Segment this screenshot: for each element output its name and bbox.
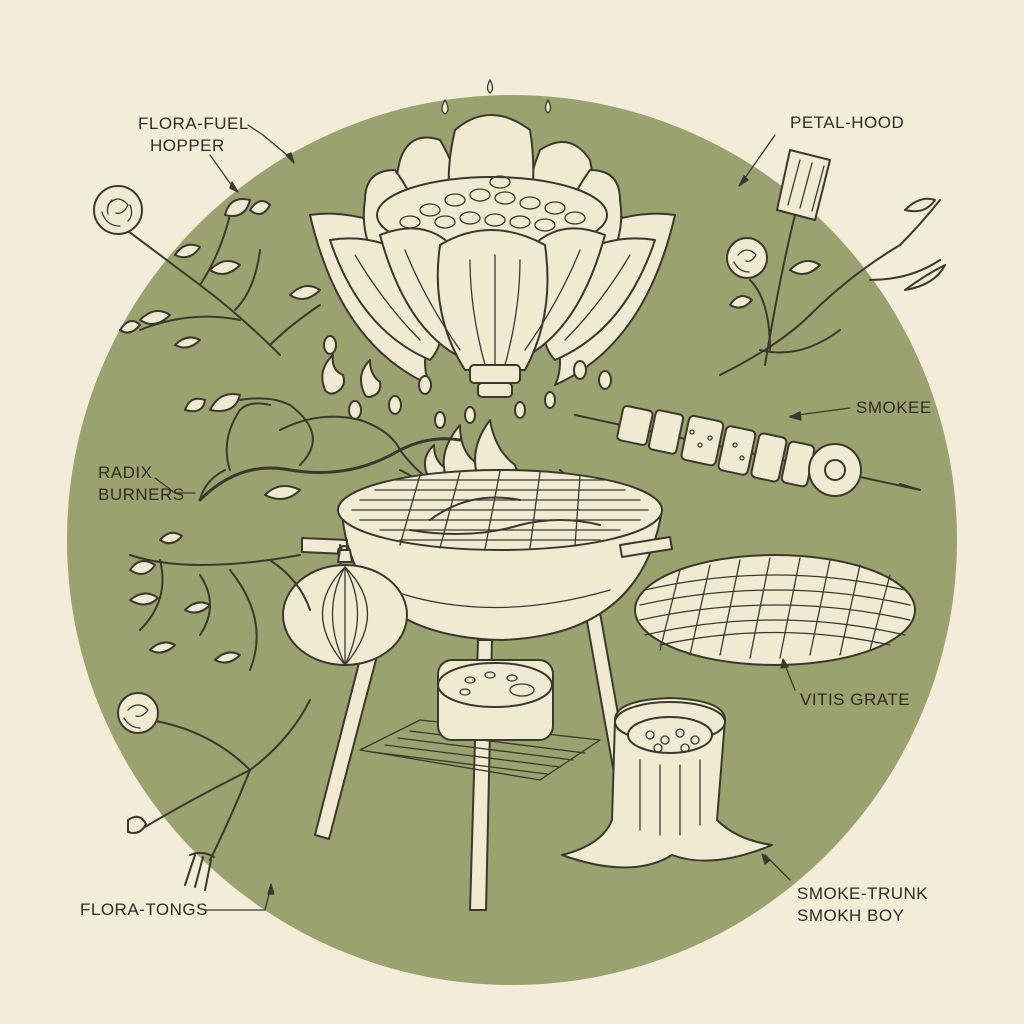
falling-seeds (323, 335, 612, 429)
label-flora-fuel-hopper: FLORA-FUEL HOPPER (138, 114, 249, 155)
rose-icon (93, 185, 143, 235)
label-petal-hood: PETAL-HOOD (790, 113, 905, 132)
vine-branch-icon (719, 199, 941, 376)
label-smokee: SMOKEE (856, 398, 932, 417)
fork-icon (184, 851, 215, 891)
root-leaves (184, 393, 301, 500)
label-smoke-trunk: SMOKE-TRUNK SMOKH BOY (797, 884, 929, 925)
seed-droplets (441, 79, 552, 115)
spatula-icon (764, 149, 831, 366)
lotus-hopper-icon (309, 114, 676, 398)
label-radix-burners: RADIX BURNERS (98, 463, 185, 504)
branch-leaves (129, 531, 241, 664)
leader-lines (154, 124, 851, 911)
flora-tongs (117, 692, 311, 891)
skewer-icon (574, 404, 921, 497)
branch-leaves (729, 197, 946, 309)
label-vitis-grate: VITIS GRATE (800, 690, 911, 709)
vine-branch-icon (119, 214, 321, 356)
branch-leaves (119, 198, 321, 349)
tree-stump-smoker-icon (561, 697, 773, 869)
rose-icon (726, 237, 768, 279)
gourd-icon (282, 544, 408, 666)
burner-icon (459, 671, 535, 697)
woven-grate-icon (634, 554, 916, 666)
label-flora-tongs: FLORA-TONGS (80, 900, 208, 919)
